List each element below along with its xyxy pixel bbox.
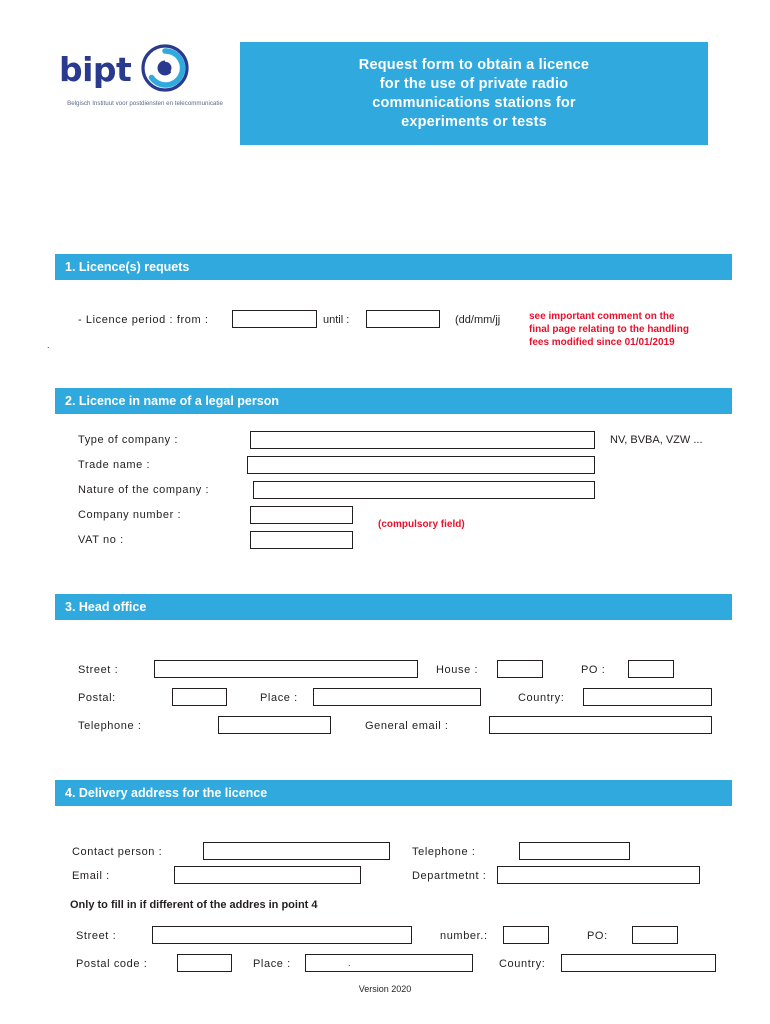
delivery-country-label: Country:: [499, 958, 546, 970]
section-header-4: 4. Delivery address for the licence: [55, 780, 732, 806]
delivery-country-input[interactable]: [561, 954, 716, 972]
type-of-company-input[interactable]: [250, 431, 595, 449]
trade-name-label: Trade name :: [78, 459, 151, 471]
bipt-logo: bipt Belgisch Instituut voor postdienste…: [55, 42, 235, 127]
licence-period-label: - Licence period : from :: [78, 314, 209, 326]
head-office-po-input[interactable]: [628, 660, 674, 678]
logo-subtitle: Belgisch Instituut voor postdiensten en …: [67, 100, 223, 107]
compulsory-field-note: (compulsory field): [378, 519, 465, 530]
stray-dot: .: [47, 340, 50, 350]
head-office-place-input[interactable]: [313, 688, 481, 706]
section-header-1: 1. Licence(s) requets: [55, 254, 732, 280]
head-office-telephone-input[interactable]: [218, 716, 331, 734]
handling-fees-note: see important comment on the final page …: [529, 311, 690, 348]
head-office-email-label: General email :: [365, 720, 449, 732]
delivery-email-input[interactable]: [174, 866, 361, 884]
nature-of-company-input[interactable]: [253, 481, 595, 499]
licence-period-from-input[interactable]: [232, 310, 317, 328]
head-office-telephone-label: Telephone :: [78, 720, 142, 732]
form-title-banner: Request form to obtain a licence for the…: [240, 42, 708, 145]
form-title: Request form to obtain a licence for the…: [358, 56, 590, 130]
delivery-po-label: PO:: [587, 930, 608, 942]
licence-period-until-label: until :: [323, 314, 350, 326]
head-office-postal-label: Postal:: [78, 692, 116, 704]
company-number-input[interactable]: [250, 506, 353, 524]
date-format-hint: (dd/mm/jj: [455, 314, 501, 326]
delivery-telephone-input[interactable]: [519, 842, 630, 860]
version-footer: Version 2020: [358, 984, 412, 994]
logo-wordmark: bipt: [59, 50, 132, 89]
delivery-street-label: Street :: [76, 930, 117, 942]
head-office-country-label: Country:: [518, 692, 565, 704]
head-office-street-label: Street :: [78, 664, 119, 676]
delivery-department-input[interactable]: [497, 866, 700, 884]
delivery-place-label: Place :: [253, 958, 291, 970]
head-office-house-input[interactable]: [497, 660, 543, 678]
delivery-place-input[interactable]: .: [305, 954, 473, 972]
head-office-postal-input[interactable]: [172, 688, 227, 706]
delivery-number-input[interactable]: [503, 926, 549, 944]
delivery-number-label: number.:: [440, 930, 488, 942]
different-address-note: Only to fill in if different of the addr…: [70, 899, 318, 911]
company-type-hint: NV, BVBA, VZW ...: [610, 434, 703, 446]
delivery-postal-input[interactable]: [177, 954, 232, 972]
vat-number-label: VAT no :: [78, 534, 124, 546]
head-office-street-input[interactable]: [154, 660, 418, 678]
licence-period-until-input[interactable]: [366, 310, 440, 328]
head-office-country-input[interactable]: [583, 688, 712, 706]
head-office-email-input[interactable]: [489, 716, 712, 734]
nature-of-company-label: Nature of the company :: [78, 484, 210, 496]
head-office-place-label: Place :: [260, 692, 298, 704]
type-of-company-label: Type of company :: [78, 434, 179, 446]
section-header-3: 3. Head office: [55, 594, 732, 620]
delivery-department-label: Departmetnt :: [412, 870, 487, 882]
delivery-contact-input[interactable]: [203, 842, 390, 860]
head-office-po-label: PO :: [581, 664, 606, 676]
delivery-email-label: Email :: [72, 870, 110, 882]
delivery-po-input[interactable]: [632, 926, 678, 944]
trade-name-input[interactable]: [247, 456, 595, 474]
delivery-telephone-label: Telephone :: [412, 846, 476, 858]
section-header-2: 2. Licence in name of a legal person: [55, 388, 732, 414]
delivery-contact-label: Contact person :: [72, 846, 163, 858]
company-number-label: Company number :: [78, 509, 182, 521]
delivery-street-input[interactable]: [152, 926, 412, 944]
head-office-house-label: House :: [436, 664, 479, 676]
bipt-swirl-icon: [141, 44, 189, 92]
vat-number-input[interactable]: [250, 531, 353, 549]
delivery-postal-label: Postal code :: [76, 958, 148, 970]
